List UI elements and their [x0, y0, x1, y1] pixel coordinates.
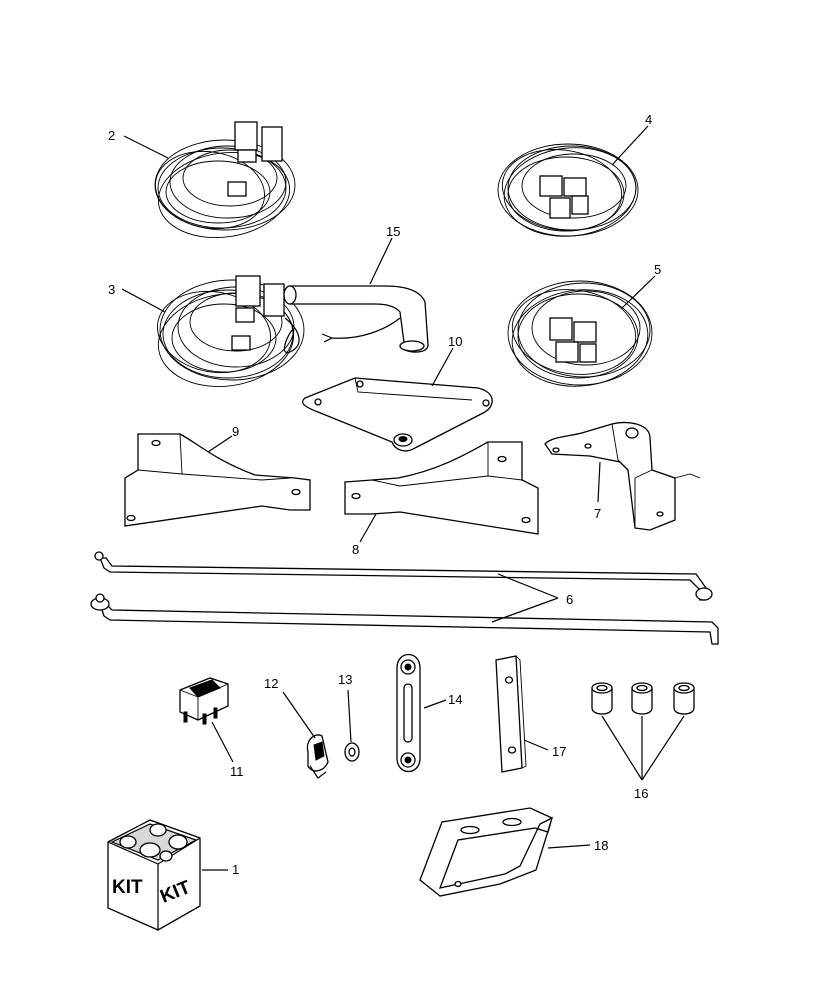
- spacer-3: [673, 682, 695, 715]
- callout-18: 18: [594, 838, 608, 853]
- spacer-1: [591, 682, 613, 715]
- callout-labels: 2 3 4 5 15 10 9 7 8 6 11 12 13 14 17 16 …: [108, 112, 661, 877]
- callout-7: 7: [594, 506, 601, 521]
- callout-17: 17: [552, 744, 566, 759]
- callout-10: 10: [448, 334, 462, 349]
- part-5-wire-harness: [507, 280, 653, 387]
- callout-2: 2: [108, 128, 115, 143]
- part-16-spacers: [591, 682, 695, 715]
- part-3-wire-harness: [156, 275, 305, 387]
- callout-5: 5: [654, 262, 661, 277]
- part-13-washer: [344, 742, 360, 762]
- callout-1: 1: [232, 862, 239, 877]
- callout-12: 12: [264, 676, 278, 691]
- callout-9: 9: [232, 424, 239, 439]
- part-10-plate: [302, 377, 493, 452]
- part-12-clip: [306, 734, 329, 779]
- part-7-bracket: [544, 421, 701, 531]
- callout-8: 8: [352, 542, 359, 557]
- callout-13: 13: [338, 672, 352, 687]
- part-15-conduit: [283, 285, 429, 353]
- part-2-wire-harness: [154, 121, 296, 239]
- callout-15: 15: [386, 224, 400, 239]
- leader-lines: [121, 125, 685, 871]
- callout-3: 3: [108, 282, 115, 297]
- part-8-bracket: [344, 441, 539, 535]
- part-1-kit-box: KIT KIT: [107, 819, 201, 931]
- part-18-u-bracket: [419, 807, 554, 897]
- callout-14: 14: [448, 692, 462, 707]
- part-9-bracket: [124, 433, 311, 527]
- callout-6: 6: [566, 592, 573, 607]
- part-6-rod-lower: [90, 593, 719, 645]
- kit-label-front: KIT: [112, 877, 143, 898]
- callout-16: 16: [634, 786, 648, 801]
- callout-11: 11: [230, 764, 244, 779]
- part-14-link: [396, 653, 421, 773]
- spacer-2: [631, 682, 653, 715]
- callout-4: 4: [645, 112, 652, 127]
- part-11-rocker-switch: [179, 677, 229, 725]
- part-17-flat-bar: [495, 655, 527, 773]
- part-4-wire-harness: [497, 143, 639, 237]
- part-6-rod-upper: [94, 551, 713, 601]
